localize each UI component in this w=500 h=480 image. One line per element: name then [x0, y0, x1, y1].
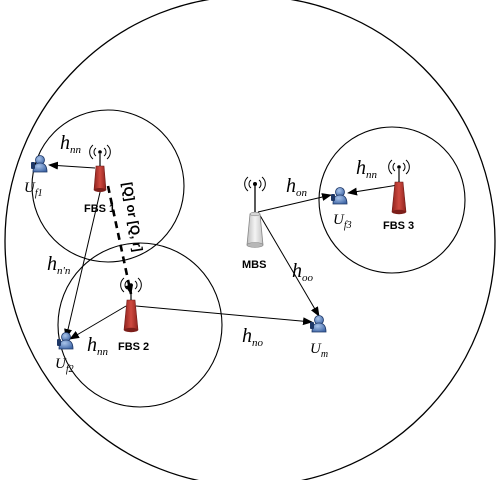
- user-um-icon: [310, 315, 327, 333]
- fbs1-tower-icon: [89, 144, 111, 192]
- link-fbs1-uf2: [64, 187, 102, 339]
- fbs2-tower-icon: [120, 277, 142, 333]
- channel-label-fbs2-uf2: hnn: [87, 334, 109, 358]
- channel-label-fbs1-uf2: hn'n: [47, 253, 71, 277]
- mbs-tower-icon: [244, 176, 266, 248]
- link-fbs2-uf2: [69, 305, 127, 340]
- channel-label-fbs1-uf1: hnn: [60, 132, 82, 156]
- fbs3-label: FBS 3: [383, 220, 414, 232]
- link-fbs2-um: [135, 305, 313, 326]
- uf1-label: Uf1: [24, 180, 43, 199]
- femto-cell-2-boundary: [57, 242, 223, 408]
- um-label: Um: [310, 341, 328, 360]
- user-uf3-icon: [331, 187, 348, 205]
- channel-label-fbs2-um: hno: [242, 325, 264, 349]
- user-uf2-icon: [57, 332, 74, 350]
- user-uf1-icon: [31, 155, 48, 173]
- femto-cell-1-boundary: [31, 109, 185, 263]
- channel-label-mbs-um: hoo: [292, 260, 314, 284]
- link-mbs-uf3: [257, 193, 332, 213]
- uf2-label: Uf2: [55, 356, 74, 375]
- macro-cell-boundary: [4, 0, 496, 480]
- channel-label-mbs-uf3: hon: [286, 175, 308, 199]
- channel-label-fbs3-uf3: hnn: [356, 157, 378, 181]
- fbs3-tower-icon: [388, 159, 410, 215]
- mbs-label: MBS: [242, 259, 266, 271]
- link-fbs3-uf3: [347, 184, 399, 196]
- backhaul-fbs1-fbs2: [106, 185, 134, 295]
- link-fbs1-uf1: [48, 161, 96, 170]
- fbs1-label: FBS 1: [84, 203, 115, 215]
- fbs2-label: FBS 2: [118, 341, 149, 353]
- backhaul-label: [Q] or [Q, r]: [120, 181, 146, 253]
- femto-cell-3-boundary: [318, 126, 466, 274]
- uf3-label: Uf3: [333, 212, 352, 231]
- link-mbs-um: [257, 211, 320, 317]
